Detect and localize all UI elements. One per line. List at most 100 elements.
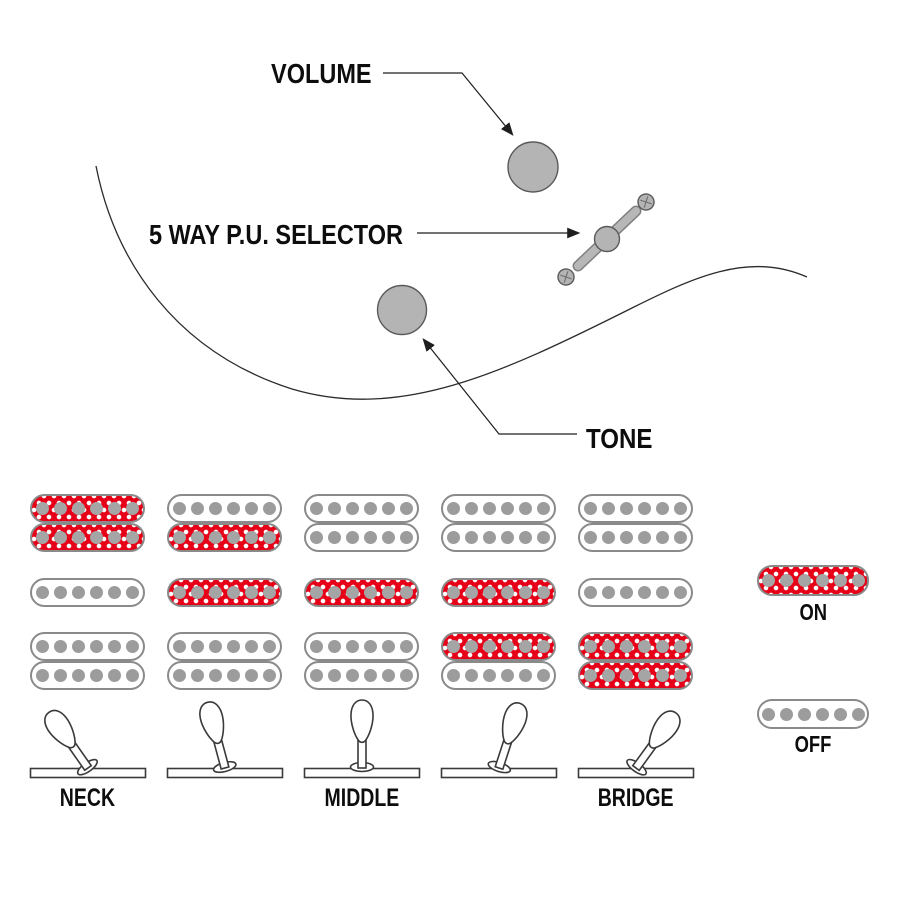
- neck-humbucker-bottom-coil: [167, 523, 282, 552]
- pole-piece-dot: [674, 502, 687, 515]
- legend-on-label: ON: [799, 599, 827, 625]
- pole-piece-dot: [108, 640, 121, 653]
- pole-piece-dot: [447, 586, 460, 599]
- pole-piece-dot: [263, 531, 276, 544]
- pole-piece-dot: [263, 640, 276, 653]
- volume-knob: [507, 141, 559, 193]
- pole-piece-dot: [191, 640, 204, 653]
- pole-piece-dot: [638, 669, 651, 682]
- pole-piece-dot: [72, 531, 85, 544]
- pole-piece-dot: [328, 502, 341, 515]
- pole-piece-dot: [173, 640, 186, 653]
- pole-piece-dot: [382, 502, 395, 515]
- pole-piece-dot: [209, 502, 222, 515]
- pole-piece-dot: [620, 531, 633, 544]
- pole-piece-dot: [173, 669, 186, 682]
- pole-piece-dot: [483, 531, 496, 544]
- pole-piece-dot: [382, 669, 395, 682]
- pole-piece-dot: [173, 531, 186, 544]
- position-footer-label: NECK: [59, 784, 116, 812]
- pole-piece-dot: [656, 640, 669, 653]
- pole-piece-dot: [108, 669, 121, 682]
- switch-position-2: [166, 480, 284, 825]
- pole-piece-dot: [382, 586, 395, 599]
- pole-piece-dot: [501, 531, 514, 544]
- pole-piece-dot: [537, 586, 550, 599]
- pole-piece-dot: [483, 640, 496, 653]
- pole-piece-dot: [400, 586, 413, 599]
- pole-piece-dot: [761, 707, 775, 721]
- pole-piece-dot: [584, 502, 597, 515]
- pole-piece-dot: [483, 502, 496, 515]
- neck-humbucker-top-coil: [304, 494, 419, 523]
- selector-lever-icon: [440, 702, 558, 779]
- pole-piece-dot: [584, 531, 597, 544]
- pole-piece-dot: [364, 640, 377, 653]
- pole-piece-dot: [465, 531, 478, 544]
- pole-piece-dot: [310, 640, 323, 653]
- pole-piece-dot: [209, 669, 222, 682]
- pole-piece-dot: [519, 669, 532, 682]
- pole-piece-dot: [54, 502, 67, 515]
- bridge-humbucker-bottom-coil: [578, 661, 693, 690]
- pole-piece-dot: [36, 531, 49, 544]
- selector-lever-icon: [29, 709, 147, 779]
- pole-piece-dot: [447, 502, 460, 515]
- pole-piece-dot: [620, 586, 633, 599]
- legend-on-pickup: [757, 565, 869, 596]
- pole-piece-dot: [108, 531, 121, 544]
- pole-piece-dot: [328, 586, 341, 599]
- pole-piece-dot: [346, 531, 359, 544]
- switch-lever: [626, 710, 681, 776]
- pole-piece-dot: [638, 640, 651, 653]
- pole-piece-dot: [400, 502, 413, 515]
- pole-piece-dot: [537, 640, 550, 653]
- pole-piece-dot: [245, 502, 258, 515]
- pole-piece-dot: [108, 586, 121, 599]
- pole-piece-dot: [90, 669, 103, 682]
- pole-piece-dot: [483, 669, 496, 682]
- pole-piece-dot: [779, 574, 793, 587]
- pole-piece-dot: [638, 586, 651, 599]
- pole-piece-dot: [54, 586, 67, 599]
- pole-piece-dot: [36, 502, 49, 515]
- pole-piece-dot: [346, 586, 359, 599]
- pole-piece-dot: [191, 502, 204, 515]
- pole-piece-dot: [346, 502, 359, 515]
- volume-callout-arrow: [383, 72, 514, 136]
- pole-piece-dot: [245, 669, 258, 682]
- pole-piece-dot: [263, 669, 276, 682]
- guitar-body-outline: [95, 165, 808, 400]
- pole-piece-dot: [364, 502, 377, 515]
- pole-piece-dot: [364, 531, 377, 544]
- pole-piece-dot: [638, 531, 651, 544]
- pole-piece-dot: [602, 669, 615, 682]
- selector-lever-icon: [303, 699, 421, 779]
- pole-piece-dot: [209, 531, 222, 544]
- middle-single-coil: [441, 578, 556, 607]
- pole-piece-dot: [126, 586, 139, 599]
- pole-piece-dot: [191, 669, 204, 682]
- neck-humbucker-top-coil: [578, 494, 693, 523]
- pole-piece-dot: [833, 707, 847, 721]
- pole-piece-dot: [584, 669, 597, 682]
- pole-piece-dot: [191, 531, 204, 544]
- pole-piece-dot: [263, 502, 276, 515]
- pole-piece-dot: [310, 502, 323, 515]
- legend-off-label: OFF: [794, 731, 832, 757]
- position-footer-label: BRIDGE: [597, 784, 674, 812]
- pole-piece-dot: [674, 531, 687, 544]
- selector-screw-bottom: [557, 268, 575, 286]
- pole-piece-dot: [620, 502, 633, 515]
- pole-piece-dot: [72, 669, 85, 682]
- pole-piece-dot: [90, 502, 103, 515]
- switch-lever: [44, 709, 98, 776]
- pole-piece-dot: [54, 531, 67, 544]
- pole-piece-dot: [620, 640, 633, 653]
- pole-piece-dot: [815, 574, 829, 587]
- pole-piece-dot: [328, 669, 341, 682]
- pole-piece-dot: [519, 502, 532, 515]
- bridge-humbucker-top-coil: [304, 632, 419, 661]
- pole-piece-dot: [584, 640, 597, 653]
